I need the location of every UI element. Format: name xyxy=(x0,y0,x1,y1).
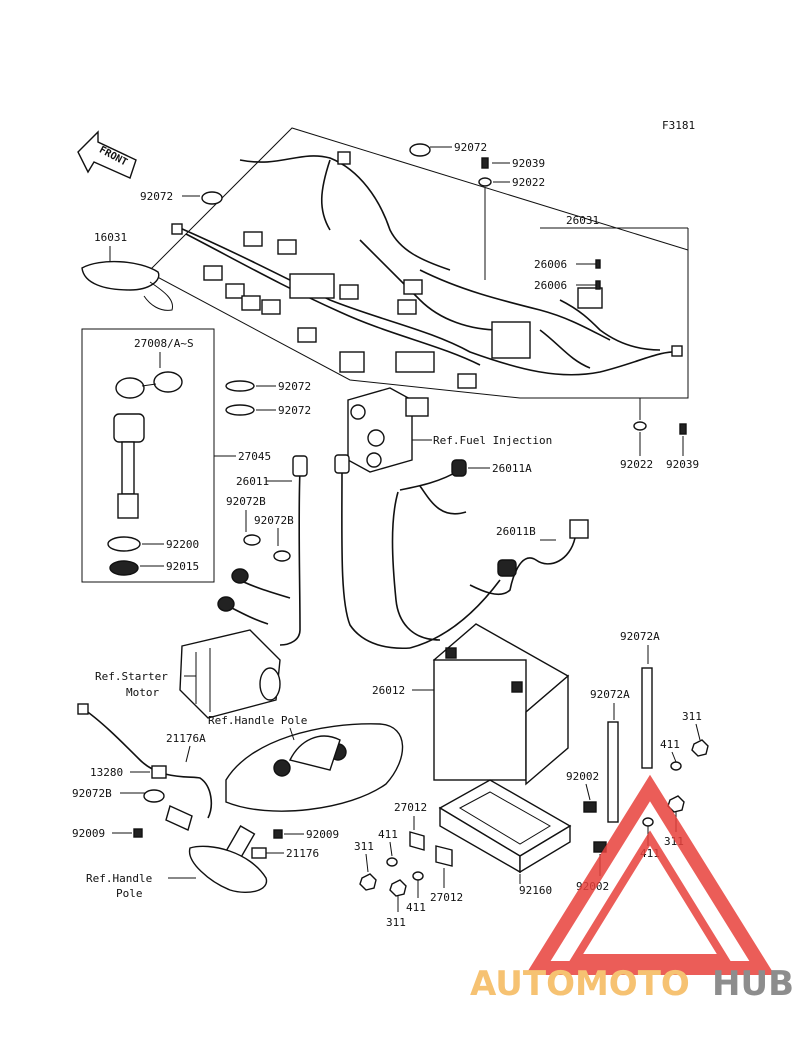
washer-92022-top xyxy=(478,177,492,187)
callout-26011B: 26011B xyxy=(496,525,536,538)
callout-311-a: 311 xyxy=(682,710,702,723)
callout-92072B-a: 92072B xyxy=(226,495,266,508)
nut-92015 xyxy=(109,560,139,576)
callout-27012-a: 27012 xyxy=(394,801,427,814)
callout-92072-m2: 92072 xyxy=(278,404,311,417)
callout-92072-m1: 92072 xyxy=(278,380,311,393)
washer-92200 xyxy=(107,536,141,552)
callout-26011: 26011 xyxy=(236,475,269,488)
ref-handle2-2: Pole xyxy=(116,887,143,900)
handle-pole-bracket xyxy=(188,845,268,894)
ignition-switch-27045 xyxy=(113,413,145,519)
callout-27008: 27008/A~S xyxy=(134,337,194,350)
callout-311-c: 311 xyxy=(386,916,406,929)
watermark-text-2: HUB xyxy=(712,964,794,1004)
callout-26031: 26031 xyxy=(566,214,599,227)
callout-92039-top: 92039 xyxy=(512,157,545,170)
callout-92072A-b: 92072A xyxy=(590,688,630,701)
clamp-92072-left xyxy=(201,191,223,205)
callout-26006-a: 26006 xyxy=(534,258,567,271)
battery-26012 xyxy=(432,623,570,786)
clamp-92072-top xyxy=(409,143,431,157)
starter-motor xyxy=(179,629,281,719)
bolt-92039-top xyxy=(481,157,489,169)
clamp-92072-m2 xyxy=(225,404,255,416)
watermark-logo: AUTOMOTO HUB xyxy=(470,774,794,1004)
strap-92072A-b xyxy=(607,721,619,823)
ref-starter-1: Ref.Starter xyxy=(95,670,168,683)
callout-26006-b: 26006 xyxy=(534,279,567,292)
relay-assembly xyxy=(347,387,429,473)
callout-92022-r: 92022 xyxy=(620,458,653,471)
callout-92009-b: 92009 xyxy=(306,828,339,841)
callout-411-c: 411 xyxy=(406,901,426,914)
front-arrow-icon: FRONT xyxy=(77,130,137,179)
ref-handle2-1: Ref.Handle xyxy=(86,872,152,885)
key-27008 xyxy=(115,371,183,399)
callout-411-b: 411 xyxy=(378,828,398,841)
callout-92072-top: 92072 xyxy=(454,141,487,154)
callout-92072-left: 92072 xyxy=(140,190,173,203)
callout-92009-a: 92009 xyxy=(72,827,105,840)
watermark-text-1: AUTOMOTO xyxy=(470,964,690,1004)
callout-92015: 92015 xyxy=(166,560,199,573)
callout-27045: 27045 xyxy=(238,450,271,463)
callout-92039-r: 92039 xyxy=(666,458,699,471)
callout-21176A: 21176A xyxy=(166,732,206,745)
callout-311-b: 311 xyxy=(354,840,374,853)
callout-26011A: 26011A xyxy=(492,462,532,475)
figure-code: F3181 xyxy=(662,119,695,132)
callout-21176: 21176 xyxy=(286,847,319,860)
callout-92072B-b: 92072B xyxy=(254,514,294,527)
callout-411-a: 411 xyxy=(660,738,680,751)
callout-92022-top: 92022 xyxy=(512,176,545,189)
main-harness-26031 xyxy=(147,127,689,399)
strap-92072A-a xyxy=(641,667,653,769)
cover-16031 xyxy=(81,260,174,311)
washer-92022-r xyxy=(633,421,647,431)
ref-handle-pole: Ref.Handle Pole xyxy=(208,714,307,727)
callout-26012: 26012 xyxy=(372,684,405,697)
battery-tray-92160 xyxy=(438,779,572,874)
callout-92200: 92200 xyxy=(166,538,199,551)
callout-27012-b: 27012 xyxy=(430,891,463,904)
clamp-92072-m1 xyxy=(225,380,255,392)
handle-pole-cover xyxy=(225,723,404,812)
callout-92160: 92160 xyxy=(519,884,552,897)
callout-92072B-c: 92072B xyxy=(72,787,112,800)
callout-16031: 16031 xyxy=(94,231,127,244)
callout-92002-a: 92002 xyxy=(566,770,599,783)
bolt-92039-r xyxy=(679,423,687,435)
callout-13280: 13280 xyxy=(90,766,123,779)
ref-fuel-injection: Ref.Fuel Injection xyxy=(433,434,552,447)
ref-starter-2: Motor xyxy=(126,686,159,699)
callout-92072A-a: 92072A xyxy=(620,630,660,643)
